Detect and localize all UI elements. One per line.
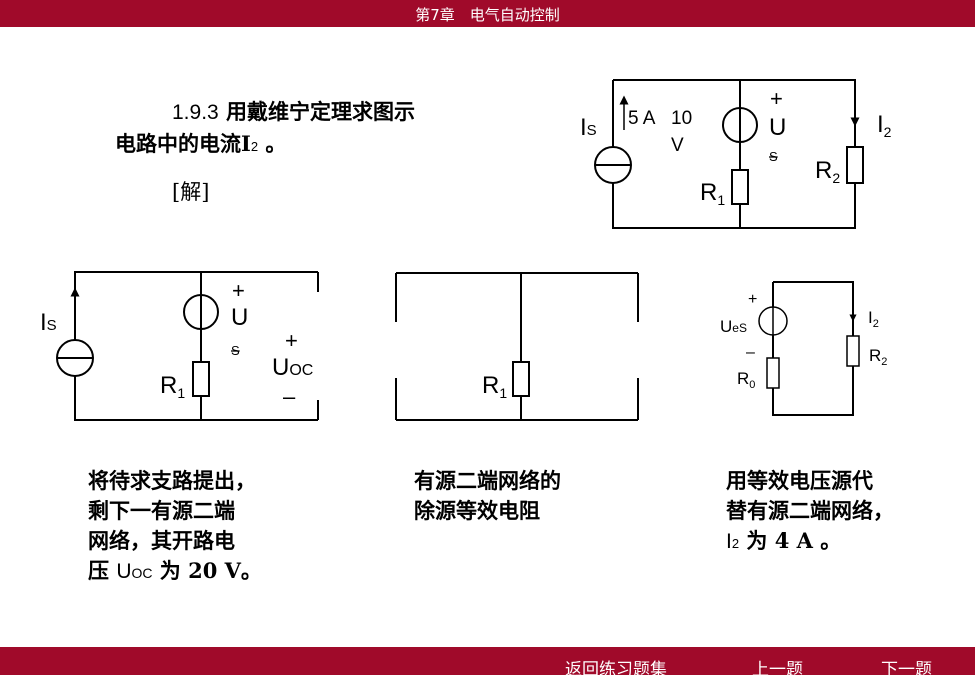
svg-text:+: + (232, 278, 245, 303)
svg-text:R0: R0 (737, 369, 755, 391)
problem-i2-sub: 2 (250, 139, 259, 154)
open-circuit: IS + U S + UOC – R1 (40, 271, 319, 421)
caption-2: 有源二端网络的 除源等效电阻 (414, 468, 561, 523)
problem-text-1: 用戴维宁定理求图示 (226, 99, 416, 124)
svg-text:–: – (283, 384, 296, 409)
resistor-r1-icon (731, 169, 749, 205)
caption-1: 将待求支路提出， 剩下一有源二端 网络，其开路电 压 UOC 为 20 V。 (88, 468, 262, 583)
resistor-r0-icon (766, 357, 780, 389)
svg-text:UOC: UOC (272, 354, 313, 381)
svg-text:IS: IS (580, 114, 597, 141)
svg-text:I2: I2 (868, 308, 879, 330)
solution-label: [解] (172, 180, 210, 204)
svg-text:IS: IS (40, 309, 57, 336)
svg-text:U: U (231, 304, 248, 331)
voltage-source-icon (758, 306, 788, 336)
resistor-r2-icon (846, 146, 864, 184)
problem-line-2: 电路中的电流I2 。 (115, 129, 286, 162)
header-bar: 第7章 电气自动控制 (0, 0, 975, 27)
svg-text:S: S (769, 149, 778, 164)
resistor-r1-icon (512, 361, 530, 397)
svg-text:R1: R1 (700, 179, 725, 208)
voltage-source-icon (183, 294, 219, 330)
current-source-icon (56, 339, 94, 377)
svg-text:I2: I2 (877, 111, 892, 140)
problem-text-2-end: 。 (258, 131, 287, 156)
voltage-source-icon (722, 107, 758, 143)
us-value-1: 10 (671, 108, 692, 129)
problem-text-2: 电路中的电流I (115, 131, 251, 156)
svg-text:+: + (285, 328, 298, 353)
svg-text:–: – (746, 344, 755, 361)
back-to-exercises-link[interactable]: 返回练习题集 (565, 660, 667, 680)
problem-number: 1.9.3 (172, 101, 219, 124)
us-value-2: V (671, 135, 684, 156)
svg-text:UeS: UeS (720, 317, 747, 336)
main-circuit: IS 5 A 10 V + U S R1 R2 I2 (580, 79, 892, 229)
next-problem-link[interactable]: 下一题 (881, 660, 932, 680)
svg-text:R1: R1 (482, 372, 507, 401)
svg-text:+: + (748, 291, 757, 308)
resistance-network: R1 (395, 272, 639, 421)
svg-text:U: U (769, 114, 786, 141)
footer-bar (0, 647, 975, 675)
previous-problem-link[interactable]: 上一题 (752, 660, 803, 680)
problem-line-1: 1.9.3 用戴维宁定理求图示 (172, 97, 415, 128)
is-value: 5 A (628, 108, 656, 129)
chapter-title: 第7章 电气自动控制 (415, 6, 560, 24)
svg-text:R2: R2 (815, 157, 840, 186)
svg-text:R2: R2 (869, 346, 887, 368)
resistor-r1-icon (192, 361, 210, 397)
svg-text:S: S (231, 343, 240, 358)
current-source-icon (594, 146, 632, 184)
svg-text:+: + (770, 86, 783, 111)
svg-text:R1: R1 (160, 372, 185, 401)
caption-3: 用等效电压源代 替有源二端网络， I2 为 4 A 。 (726, 468, 894, 553)
resistor-r2-icon (846, 335, 860, 367)
equivalent-circuit: + UeS – R0 I2 R2 (720, 281, 887, 416)
